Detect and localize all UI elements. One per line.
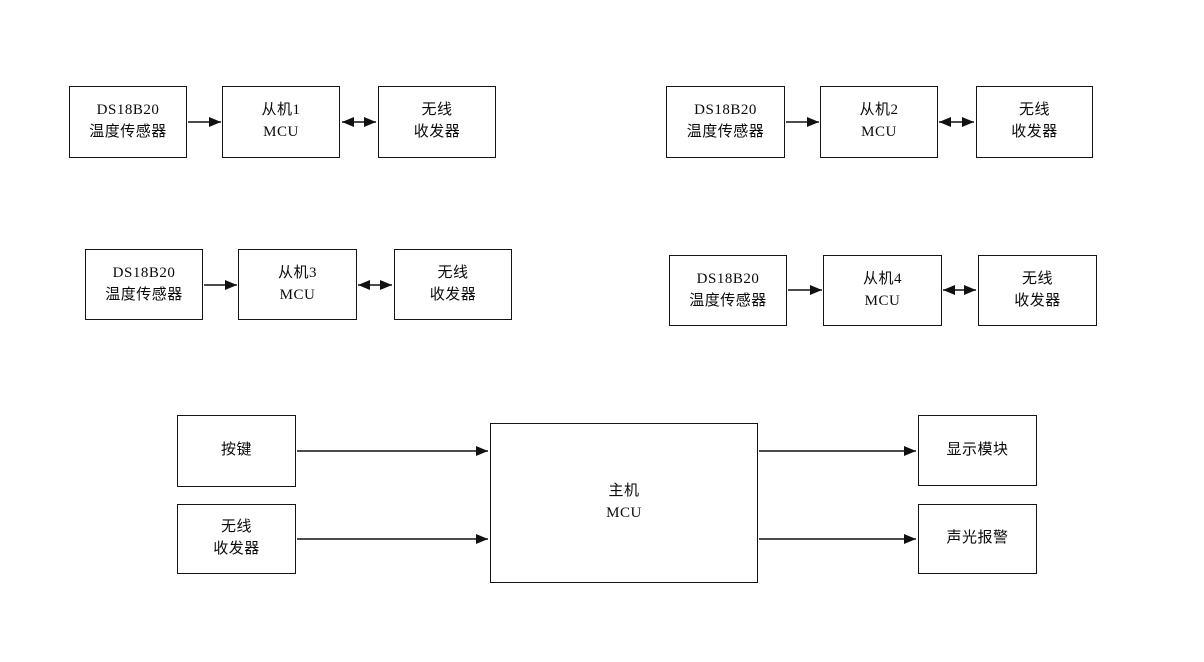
master-radio-box: 无线 收发器	[177, 504, 296, 574]
slave4-mcu-box: 从机4 MCU	[823, 255, 942, 326]
master-mcu-box: 主机 MCU	[490, 423, 758, 583]
slave4-sensor-box: DS18B20 温度传感器	[669, 255, 787, 326]
slave3-sensor-box: DS18B20 温度传感器	[85, 249, 203, 320]
slave3-radio-box: 无线 收发器	[394, 249, 512, 320]
display-module-box: 显示模块	[918, 415, 1037, 486]
slave2-radio-box: 无线 收发器	[976, 86, 1093, 158]
slave2-sensor-box: DS18B20 温度传感器	[666, 86, 785, 158]
slave1-sensor-box: DS18B20 温度传感器	[69, 86, 187, 158]
slave1-mcu-box: 从机1 MCU	[222, 86, 340, 158]
slave4-radio-box: 无线 收发器	[978, 255, 1097, 326]
slave2-mcu-box: 从机2 MCU	[820, 86, 938, 158]
slave1-radio-box: 无线 收发器	[378, 86, 496, 158]
keys-box: 按键	[177, 415, 296, 487]
sound-light-alarm-box: 声光报警	[918, 504, 1037, 574]
slave3-mcu-box: 从机3 MCU	[238, 249, 357, 320]
